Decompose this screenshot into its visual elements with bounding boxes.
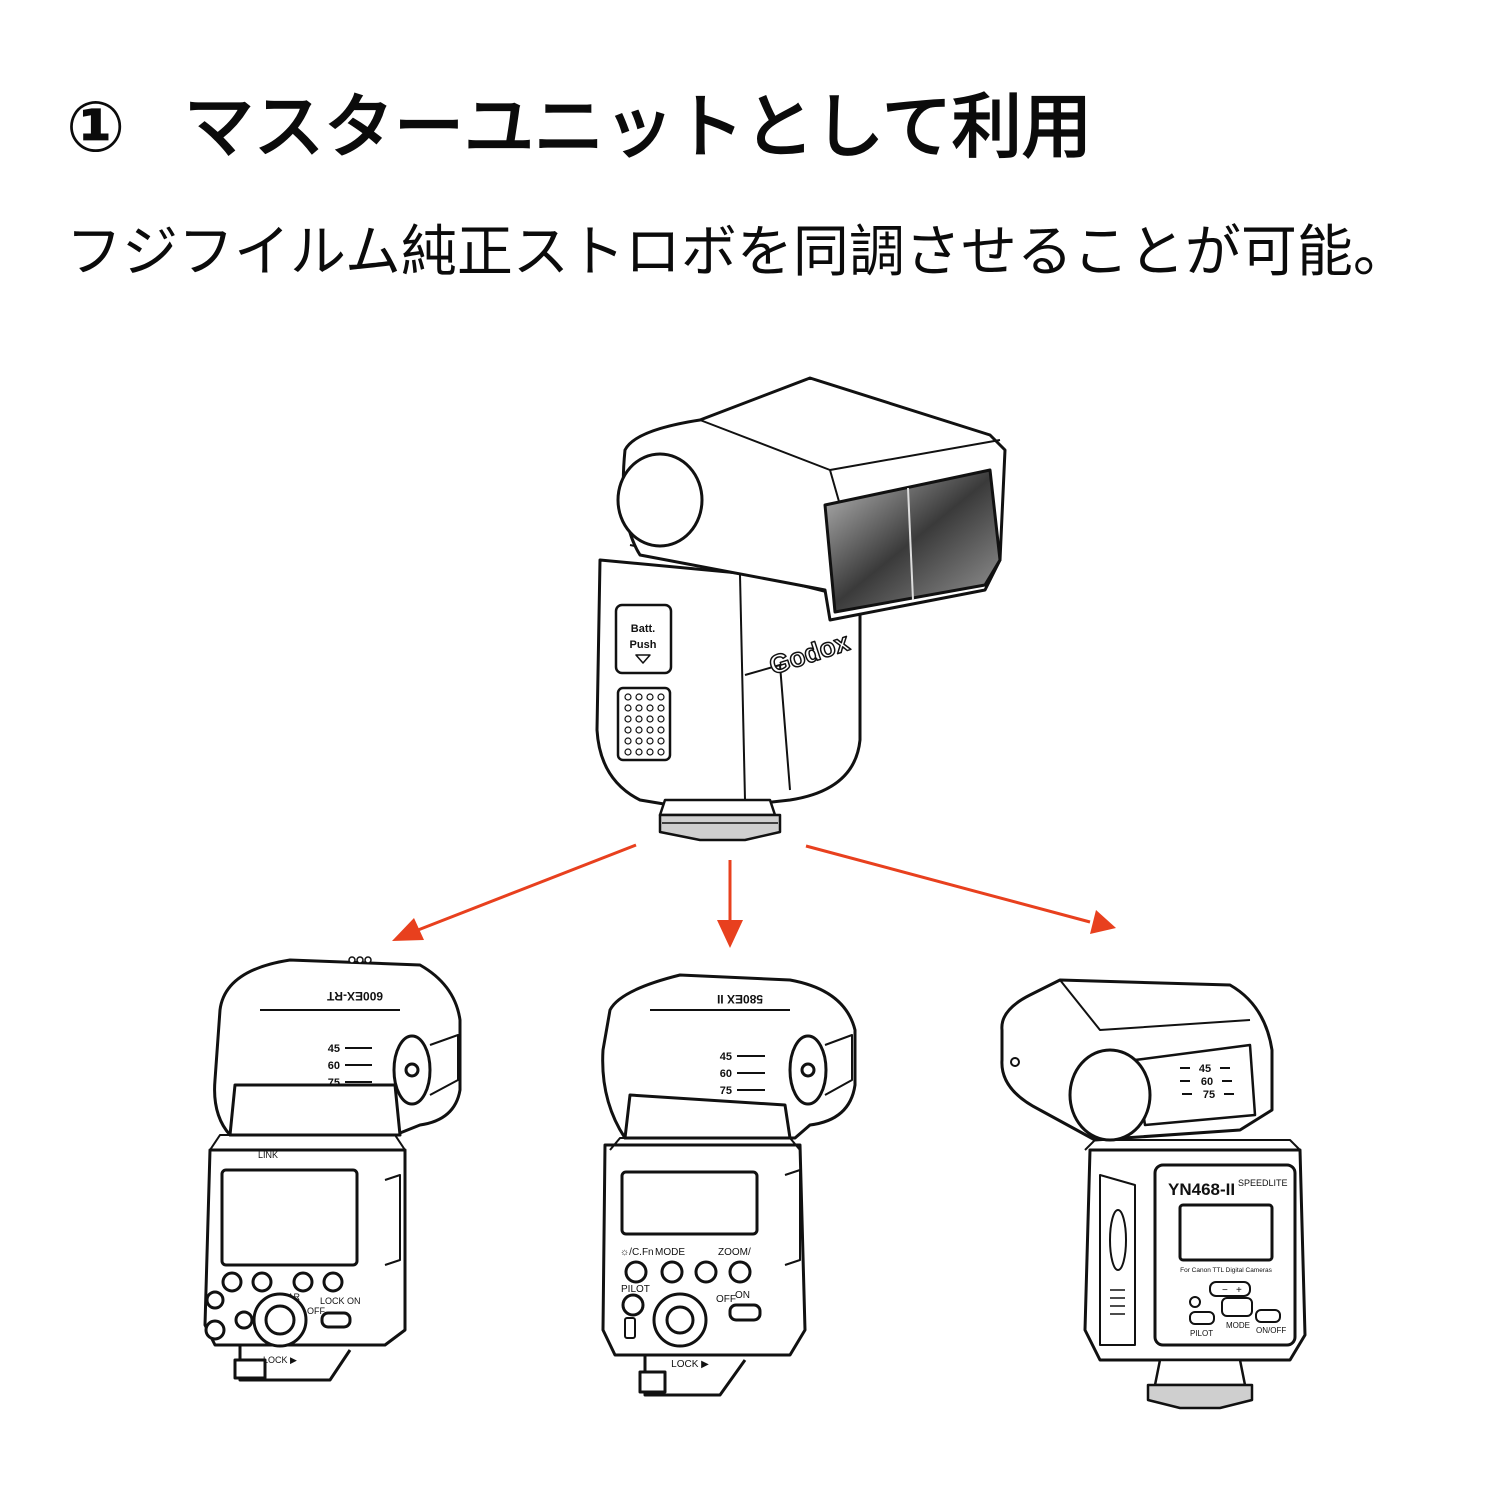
slave-flash-580ex-ii: ☼/C.Fn MODE ZOOM/ PILOT OFF ON LOCK ▶ 58… (601, 973, 857, 1397)
label-pilot-2: PILOT (621, 1284, 650, 1295)
master-flash-round-end (616, 452, 704, 548)
zoom-mark-3b: 60 (1201, 1076, 1213, 1088)
arrow-center-head (717, 920, 743, 948)
panel-dot (624, 704, 632, 712)
panel-dot (624, 737, 632, 745)
model-label-2: 580EX II (717, 992, 763, 1006)
master-flash: Batt. Push Godox (595, 376, 1007, 842)
series-label-3: SPEEDLITE (1238, 1178, 1288, 1188)
model-label-1: 600EX-RT (326, 989, 383, 1003)
panel-dot (635, 693, 643, 701)
label-cfn: ☼/C.Fn (620, 1247, 654, 1258)
sync-arrows (392, 843, 1116, 948)
arrow-right-head (1090, 910, 1116, 934)
panel-dot (657, 715, 665, 723)
slave-flash-600ex-rt: LINK CLEAR LOCK ON OFF LOCK ▶ 600EX-RT 4… (203, 956, 462, 1382)
panel-dot (646, 715, 654, 723)
label-zoom: ZOOM/ (718, 1247, 751, 1258)
zoom-mark-3a: 45 (1199, 1063, 1211, 1075)
panel-dot (657, 726, 665, 734)
zoom-mark-3c: 75 (1203, 1089, 1215, 1101)
panel-dot (635, 737, 643, 745)
lcd-screen-1 (220, 1168, 359, 1267)
panel-dot (635, 726, 643, 734)
model-label-3: YN468-II (1168, 1180, 1235, 1199)
battery-door (614, 603, 673, 675)
panel-dot (657, 693, 665, 701)
lcd-screen-3 (1178, 1203, 1274, 1262)
slave-flash-yn468-ii: YN468-II SPEEDLITE For Canon TTL Digital… (1000, 978, 1307, 1410)
page-subtitle: フジフイルム純正ストロボを同調させることが可能。 (66, 220, 1409, 285)
svg-text:−: − (1222, 1285, 1228, 1296)
panel-dot (646, 693, 654, 701)
title-text: マスターユニットとして利用 (184, 86, 1092, 168)
zoom-mark-2a: 45 (720, 1051, 732, 1063)
slave-flash-3-foot-ring (1146, 1383, 1254, 1410)
label-lock-2: LOCK ▶ (671, 1359, 709, 1370)
arrow-right (805, 844, 1091, 924)
panel-dot (657, 737, 665, 745)
label-lock-1: LOCK ▶ (263, 1355, 297, 1365)
zoom-mark-2c: 75 (720, 1085, 732, 1097)
label-lock-on: LOCK ON (320, 1296, 361, 1306)
label-mode-3: MODE (1226, 1321, 1250, 1330)
panel-dot (657, 748, 665, 756)
master-flash-foot-ring (658, 813, 782, 842)
battery-door-label: Batt. (631, 623, 655, 635)
zoom-mark-1c: 75 (328, 1077, 340, 1089)
zoom-mark-1b: 60 (328, 1060, 340, 1072)
label-pilot-3: PILOT (1190, 1329, 1213, 1338)
label-off-2: OFF (716, 1294, 736, 1305)
svg-text:+: + (1236, 1285, 1242, 1296)
panel-dot (646, 704, 654, 712)
label-link: LINK (258, 1150, 278, 1160)
panel-dot (646, 726, 654, 734)
panel-dot (635, 704, 643, 712)
label-on-2: ON (735, 1290, 750, 1301)
svg-text:Push: Push (630, 639, 657, 651)
panel-dot (635, 715, 643, 723)
panel-dot (624, 715, 632, 723)
slave-flash-3-front-cover (1133, 1043, 1257, 1127)
zoom-mark-1a: 45 (328, 1043, 340, 1055)
label-onoff-3: ON/OFF (1256, 1326, 1286, 1335)
panel-dot (624, 748, 632, 756)
slave-flash-3-round-end (1068, 1048, 1152, 1142)
label-mode-2: MODE (655, 1247, 685, 1258)
label-canon-ttl: For Canon TTL Digital Cameras (1180, 1267, 1273, 1274)
panel-dot (624, 693, 632, 701)
title-number: ① (66, 86, 126, 168)
panel-dot (646, 737, 654, 745)
arrow-left (417, 843, 637, 932)
arrow-left-head (392, 918, 424, 941)
panel-dot (624, 726, 632, 734)
label-off-1: OFF (307, 1306, 325, 1316)
panel-dot (657, 704, 665, 712)
panel-dot (635, 748, 643, 756)
master-flash-lens (823, 468, 1002, 614)
zoom-mark-2b: 60 (720, 1068, 732, 1080)
master-flash-body (595, 558, 862, 812)
panel-dot (646, 748, 654, 756)
lcd-screen-2 (620, 1170, 759, 1236)
